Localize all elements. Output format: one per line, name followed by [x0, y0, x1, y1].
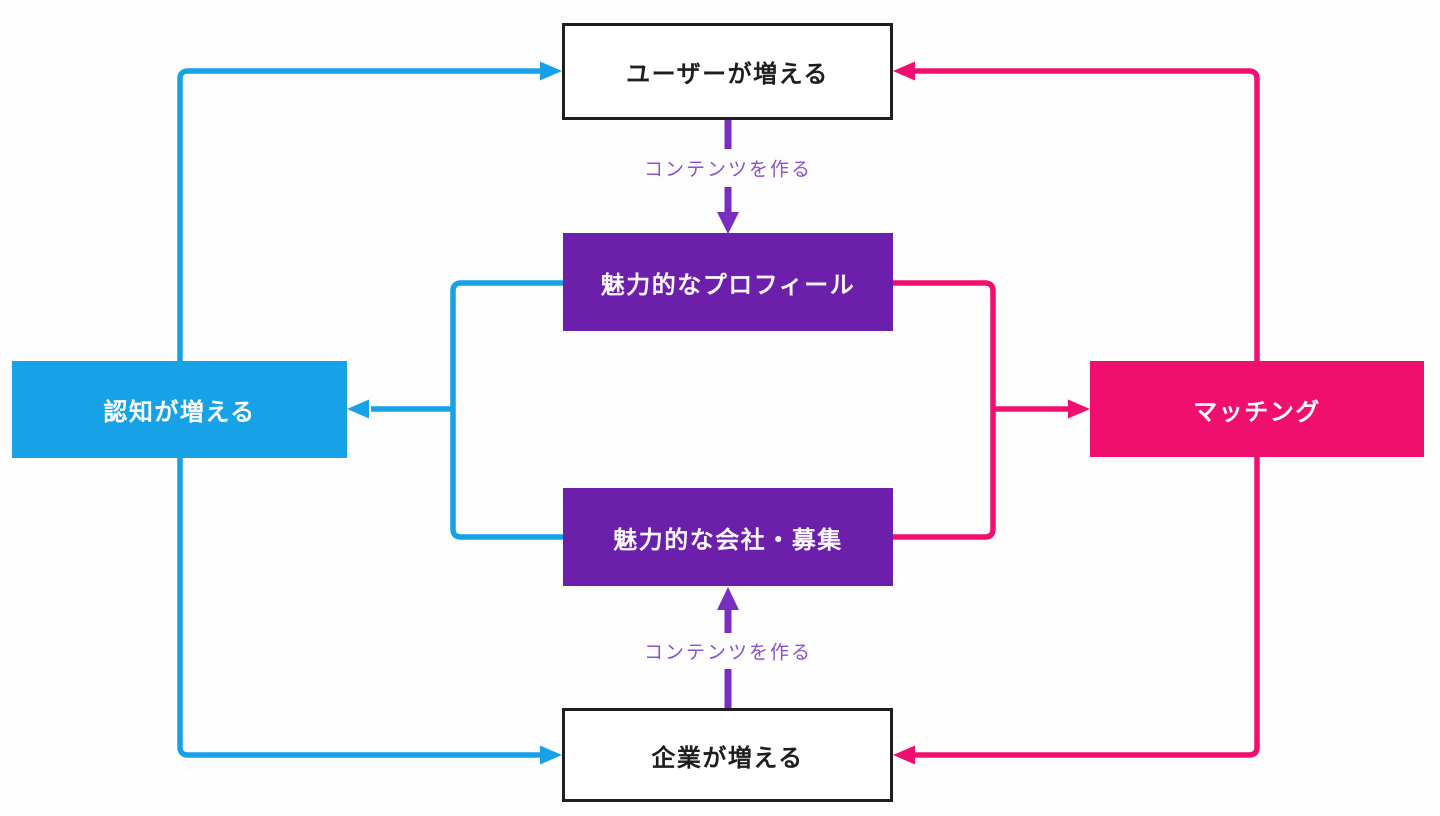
- node-attractive-company-recruit-label: 魅力的な会社・募集: [613, 526, 843, 554]
- arrowhead-to-company: [717, 587, 739, 610]
- node-companies-increase-label: 企業が増える: [651, 744, 804, 772]
- node-users-increase: ユーザーが増える: [562, 23, 893, 120]
- edge-profile-company-bracket: [450, 280, 563, 540]
- arrowhead-to-companies-left: [540, 745, 562, 765]
- node-matching: マッチング: [1090, 361, 1424, 457]
- edge-profile-company-to-matching-bracket: [893, 280, 996, 540]
- node-awareness-increase: 認知が増える: [12, 361, 347, 458]
- purple-connectors: [717, 120, 739, 708]
- node-users-increase-label: ユーザーが増える: [626, 61, 829, 88]
- arrowhead-to-users-left: [540, 61, 562, 81]
- node-matching-label: マッチング: [1193, 398, 1321, 426]
- node-awareness-increase-label: 認知が増える: [103, 399, 256, 426]
- node-attractive-profile: 魅力的なプロフィール: [563, 233, 893, 331]
- arrowhead-to-users-right: [893, 61, 915, 81]
- arrowhead-to-awareness: [347, 399, 369, 419]
- edge-label-create-content-bottom: コンテンツを作る: [643, 642, 813, 664]
- arrowhead-to-matching: [1068, 399, 1090, 419]
- arrowhead-to-companies-right: [893, 745, 915, 765]
- node-companies-increase: 企業が増える: [562, 708, 893, 802]
- arrowhead-to-profile: [717, 212, 739, 234]
- edge-label-create-content-top: コンテンツを作る: [643, 159, 813, 181]
- node-attractive-profile-label: 魅力的なプロフィール: [600, 271, 856, 299]
- node-attractive-company-recruit: 魅力的な会社・募集: [563, 488, 893, 586]
